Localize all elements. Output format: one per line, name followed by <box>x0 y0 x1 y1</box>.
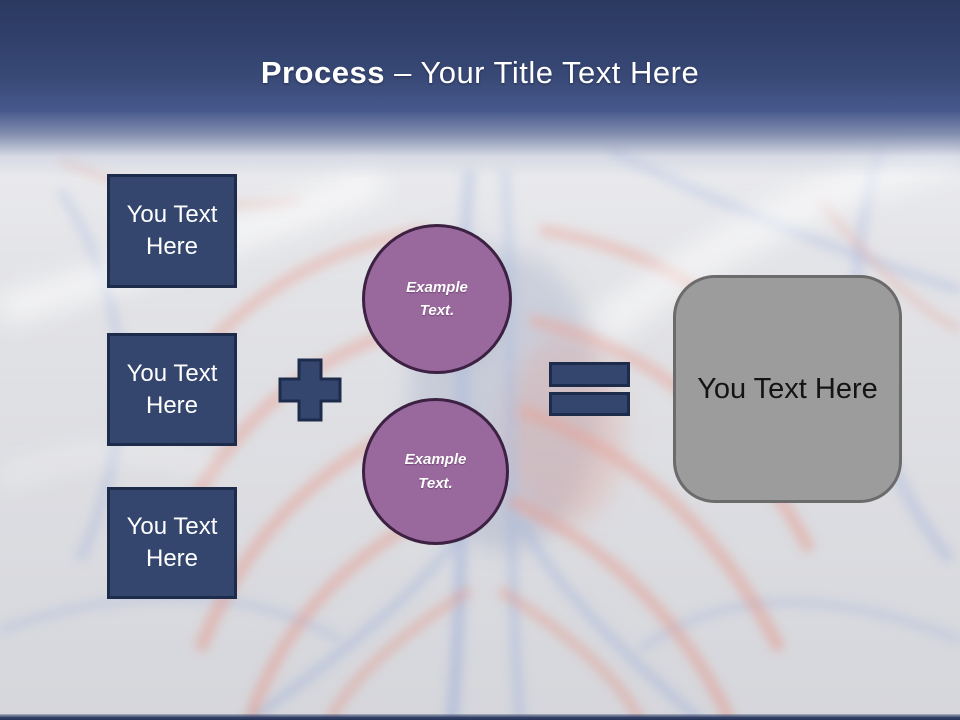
input-box-2-label: You Text Here <box>126 359 218 419</box>
equals-bar-top <box>549 362 630 387</box>
input-box-2: You Text Here <box>107 333 237 446</box>
input-box-3: You Text Here <box>107 487 237 599</box>
input-box-1-label: You Text Here <box>126 201 218 260</box>
example-circle-2-label: Example Text. <box>404 451 467 492</box>
equals-bar-bottom <box>549 392 630 416</box>
slide-title: Process – Your Title Text Here <box>0 55 960 91</box>
plus-icon <box>278 358 342 422</box>
equals-icon <box>549 362 630 416</box>
header-band <box>0 0 960 178</box>
input-box-3-label: You Text Here <box>126 513 218 572</box>
slide-title-rest: – Your Title Text Here <box>394 55 700 90</box>
result-box: You Text Here <box>673 275 902 503</box>
result-box-label: You Text Here <box>697 372 878 405</box>
input-box-1: You Text Here <box>107 174 237 288</box>
example-circle-1-label: Example Text. <box>406 278 468 319</box>
slide-title-emphasis: Process <box>260 55 385 90</box>
example-circle-2: Example Text. <box>362 398 509 545</box>
example-circle-1: Example Text. <box>362 224 512 374</box>
footer-strip <box>0 714 960 720</box>
